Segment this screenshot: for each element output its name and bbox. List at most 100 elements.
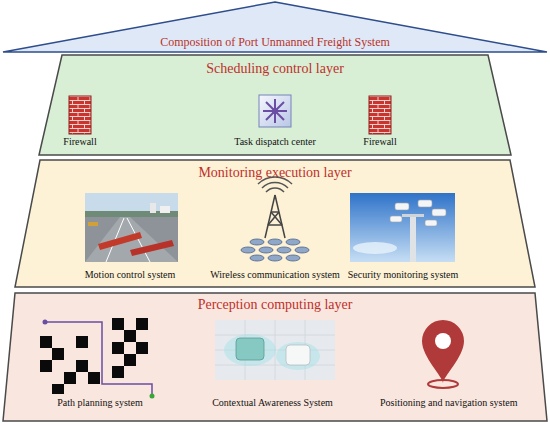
dispatch-hub-icon xyxy=(272,108,278,114)
radio-tower-icon xyxy=(266,188,284,192)
security-camera-photo xyxy=(353,242,397,254)
radio-tower-icon xyxy=(241,247,255,253)
path-grid-icon xyxy=(40,318,155,399)
firewall-icon xyxy=(369,96,391,134)
component-item: Motion control system xyxy=(70,188,190,281)
layer-band: Monitoring execution layerMotion control… xyxy=(14,159,536,288)
vehicle-sensing-photo xyxy=(224,334,276,366)
security-camera-photo xyxy=(395,203,409,210)
component-caption: Task dispatch center xyxy=(215,136,335,148)
component-item: Firewall xyxy=(30,90,130,148)
path-grid-icon xyxy=(136,318,148,330)
component-caption: Positioning and navigation system xyxy=(380,397,510,409)
radio-tower-icon xyxy=(241,177,309,261)
component-caption: Motion control system xyxy=(70,269,190,281)
radio-tower-icon xyxy=(271,211,279,213)
dispatch-hub-icon xyxy=(263,110,287,112)
component-caption: Firewall xyxy=(330,136,430,148)
security-camera-photo xyxy=(350,193,455,262)
vehicle-sensing-photo xyxy=(215,320,335,380)
vehicle-sensing-photo xyxy=(276,342,320,370)
component-item: Firewall xyxy=(330,90,430,148)
vehicle-sensing-photo xyxy=(305,320,306,380)
radio-tower-icon xyxy=(258,177,292,184)
component-caption: Firewall xyxy=(30,136,130,148)
firewall-icon xyxy=(69,96,391,134)
vehicle-sensing-photo xyxy=(275,320,276,380)
radio-tower-icon xyxy=(268,224,282,226)
dispatch-hub-icon xyxy=(266,102,284,120)
component-caption: Contextual Awareness System xyxy=(190,397,355,409)
path-grid-icon xyxy=(76,360,88,372)
layer-band: Scheduling control layerFirewallTask dis… xyxy=(38,54,512,156)
port-road-photo xyxy=(85,193,178,262)
path-grid-icon xyxy=(150,394,155,399)
port-road-photo xyxy=(160,206,170,213)
radio-tower-icon xyxy=(268,239,282,245)
radio-tower-icon xyxy=(259,247,273,253)
radio-tower-icon xyxy=(250,239,264,245)
radio-tower-icon xyxy=(277,247,291,253)
vehicle-sensing-photo xyxy=(215,320,335,380)
port-road-photo xyxy=(98,232,142,250)
vehicle-sensing-photo xyxy=(215,320,335,380)
path-grid-icon xyxy=(52,348,64,360)
radio-tower-icon xyxy=(268,212,279,225)
radio-tower-icon xyxy=(262,182,288,188)
port-road-photo xyxy=(150,203,156,213)
layer-heading: Perception computing layer xyxy=(2,297,548,314)
path-grid-icon xyxy=(40,336,52,348)
diagram-title: Composition of Port Unmanned Freight Sys… xyxy=(0,35,550,49)
radio-tower-icon xyxy=(268,255,282,261)
location-pin-icon xyxy=(422,320,464,383)
dispatch-hub-icon xyxy=(259,95,291,127)
path-grid-icon xyxy=(52,384,64,394)
radio-tower-icon xyxy=(250,255,264,261)
path-grid-icon xyxy=(40,360,52,372)
layer-band: Perception computing layerPath planning … xyxy=(2,292,548,422)
path-grid-icon xyxy=(136,342,148,354)
security-camera-photo xyxy=(410,214,416,262)
radio-tower-icon xyxy=(271,212,282,225)
path-grid-icon xyxy=(43,320,48,325)
path-grid-icon xyxy=(40,318,148,394)
path-grid-icon xyxy=(112,342,124,354)
radio-tower-icon xyxy=(275,195,285,238)
dispatch-hub-icon xyxy=(274,99,276,123)
vehicle-sensing-photo xyxy=(245,320,246,380)
port-road-photo xyxy=(88,222,98,226)
band-shape xyxy=(15,160,535,287)
port-road-photo xyxy=(130,240,174,256)
component-caption: Security monitoring system xyxy=(340,269,466,281)
location-pin-icon xyxy=(435,333,451,349)
port-road-photo xyxy=(85,217,178,262)
component-caption: Path planning system xyxy=(25,397,175,409)
security-camera-photo xyxy=(390,216,402,222)
band-shape xyxy=(39,55,511,155)
security-camera-photo xyxy=(425,220,437,226)
layer-heading: Scheduling control layer xyxy=(38,61,512,78)
path-grid-icon xyxy=(124,330,136,342)
port-road-photo xyxy=(127,218,150,262)
security-camera-photo xyxy=(350,193,455,262)
location-pin-icon xyxy=(422,320,464,388)
component-item: Path planning system xyxy=(25,314,175,409)
vehicle-sensing-photo xyxy=(236,338,264,360)
path-grid-icon xyxy=(76,336,88,348)
vehicle-sensing-photo xyxy=(215,365,335,366)
radio-tower-icon xyxy=(241,239,309,261)
component-item: Security monitoring system xyxy=(340,188,466,281)
port-road-photo xyxy=(85,211,178,217)
radio-tower-icon xyxy=(265,195,285,238)
band-shape xyxy=(3,293,547,421)
dispatch-hub-icon xyxy=(259,95,291,127)
security-camera-photo xyxy=(418,200,432,207)
path-grid-icon xyxy=(112,318,124,330)
path-grid-icon xyxy=(112,366,124,378)
firewall-icon xyxy=(69,96,91,134)
radio-tower-icon xyxy=(286,255,300,261)
security-camera-photo xyxy=(432,209,446,216)
path-grid-icon xyxy=(88,372,100,384)
vehicle-sensing-photo xyxy=(286,345,310,365)
